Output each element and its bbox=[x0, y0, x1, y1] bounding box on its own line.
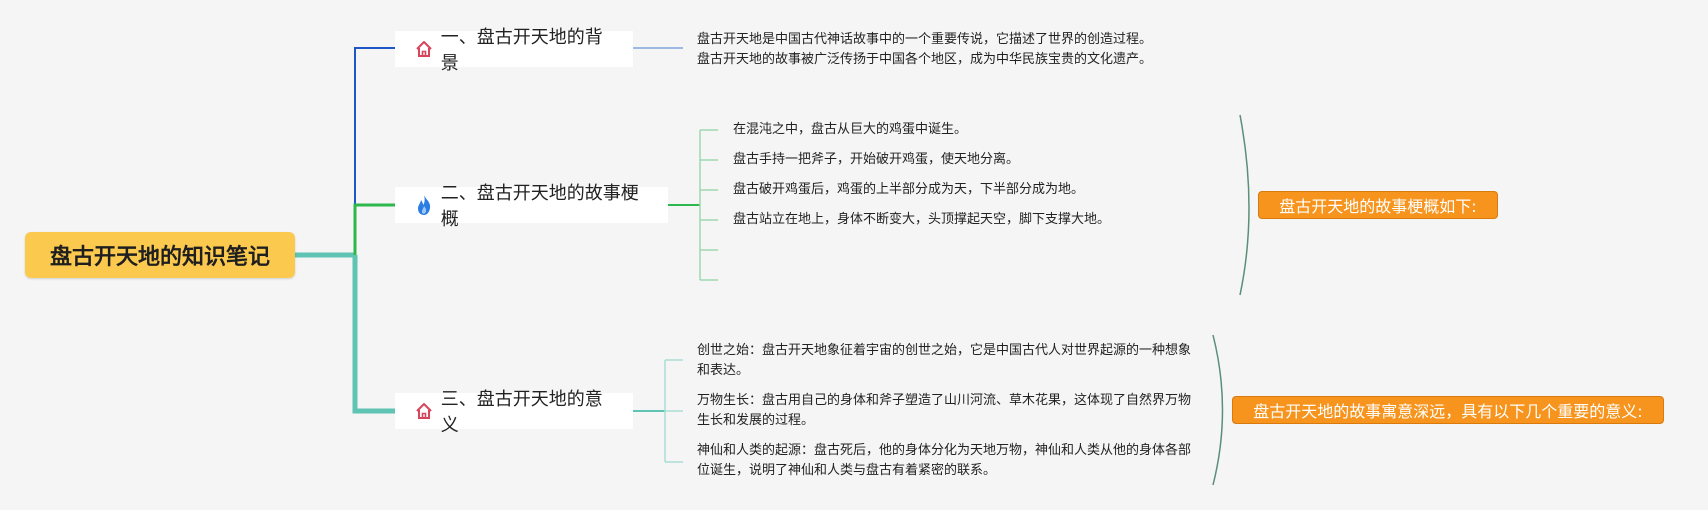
branch-1-connector bbox=[354, 47, 395, 255]
branch-label: 一、盘古开天地的背景 bbox=[440, 27, 603, 74]
detail-text: 盘古开天地是中国古代神话故事中的一个重要传说，它描述了世界的创造过程。 盘古开天… bbox=[697, 30, 1152, 70]
summary-label: 盘古开天地的故事梗概如下: bbox=[1279, 197, 1477, 216]
significance-detail-1: 创世之始：盘古开天地象征着宇宙的创世之始，它是中国古代人对世界起源的一种想象和表… bbox=[697, 343, 1192, 378]
summary-brace-2 bbox=[1239, 114, 1250, 296]
story-detail-3: 盘古破开鸡蛋后，鸡蛋的上半部分成为天，下半部分成为地。 bbox=[733, 182, 1085, 197]
summary-label: 盘古开天地的故事寓意深远，具有以下几个重要的意义: bbox=[1253, 402, 1643, 421]
branch-label: 二、盘古开天地的故事梗概 bbox=[440, 183, 639, 230]
summary-significance[interactable]: 盘古开天地的故事寓意深远，具有以下几个重要的意义: bbox=[1232, 396, 1664, 424]
summary-story[interactable]: 盘古开天地的故事梗概如下: bbox=[1258, 191, 1498, 219]
detail-line: 盘古开天地的故事被广泛传扬于中国各个地区，成为中华民族宝贵的文化遗产。 bbox=[697, 52, 1153, 67]
significance-detail-2: 万物生长：盘古用自己的身体和斧子塑造了山川河流、草木花果，这体现了自然界万物生长… bbox=[697, 393, 1192, 428]
story-detail-2: 盘古手持一把斧子，开始破开鸡蛋，使天地分离。 bbox=[733, 152, 1020, 167]
home-icon bbox=[413, 38, 435, 60]
root-node[interactable]: 盘古开天地的知识笔记 bbox=[25, 232, 295, 278]
significance-detail-3: 神仙和人类的起源：盘古死后，他的身体分化为天地万物，神仙和人类从他的身体各部位诞… bbox=[697, 443, 1192, 478]
home-icon bbox=[413, 400, 435, 422]
story-detail-1: 在混沌之中，盘古从巨大的鸡蛋中诞生。 bbox=[733, 122, 968, 137]
root-node-label: 盘古开天地的知识笔记 bbox=[49, 245, 270, 270]
branch-3-connector bbox=[352, 255, 395, 414]
branch-significance[interactable]: 三、盘古开天地的意义 bbox=[395, 389, 633, 436]
branch-label: 三、盘古开天地的意义 bbox=[440, 389, 603, 436]
summary-brace-3 bbox=[1212, 334, 1224, 486]
detail-line: 盘古开天地是中国古代神话故事中的一个重要传说，它描述了世界的创造过程。 bbox=[697, 32, 1153, 47]
branch-story-summary[interactable]: 二、盘古开天地的故事梗概 bbox=[395, 183, 668, 230]
branch-background[interactable]: 一、盘古开天地的背景 bbox=[395, 27, 633, 74]
story-detail-4: 盘古站立在地上，身体不断变大，头顶撑起天空，脚下支撑大地。 bbox=[733, 212, 1111, 227]
fire-icon bbox=[413, 194, 435, 216]
branch-2-connector bbox=[353, 203, 395, 255]
